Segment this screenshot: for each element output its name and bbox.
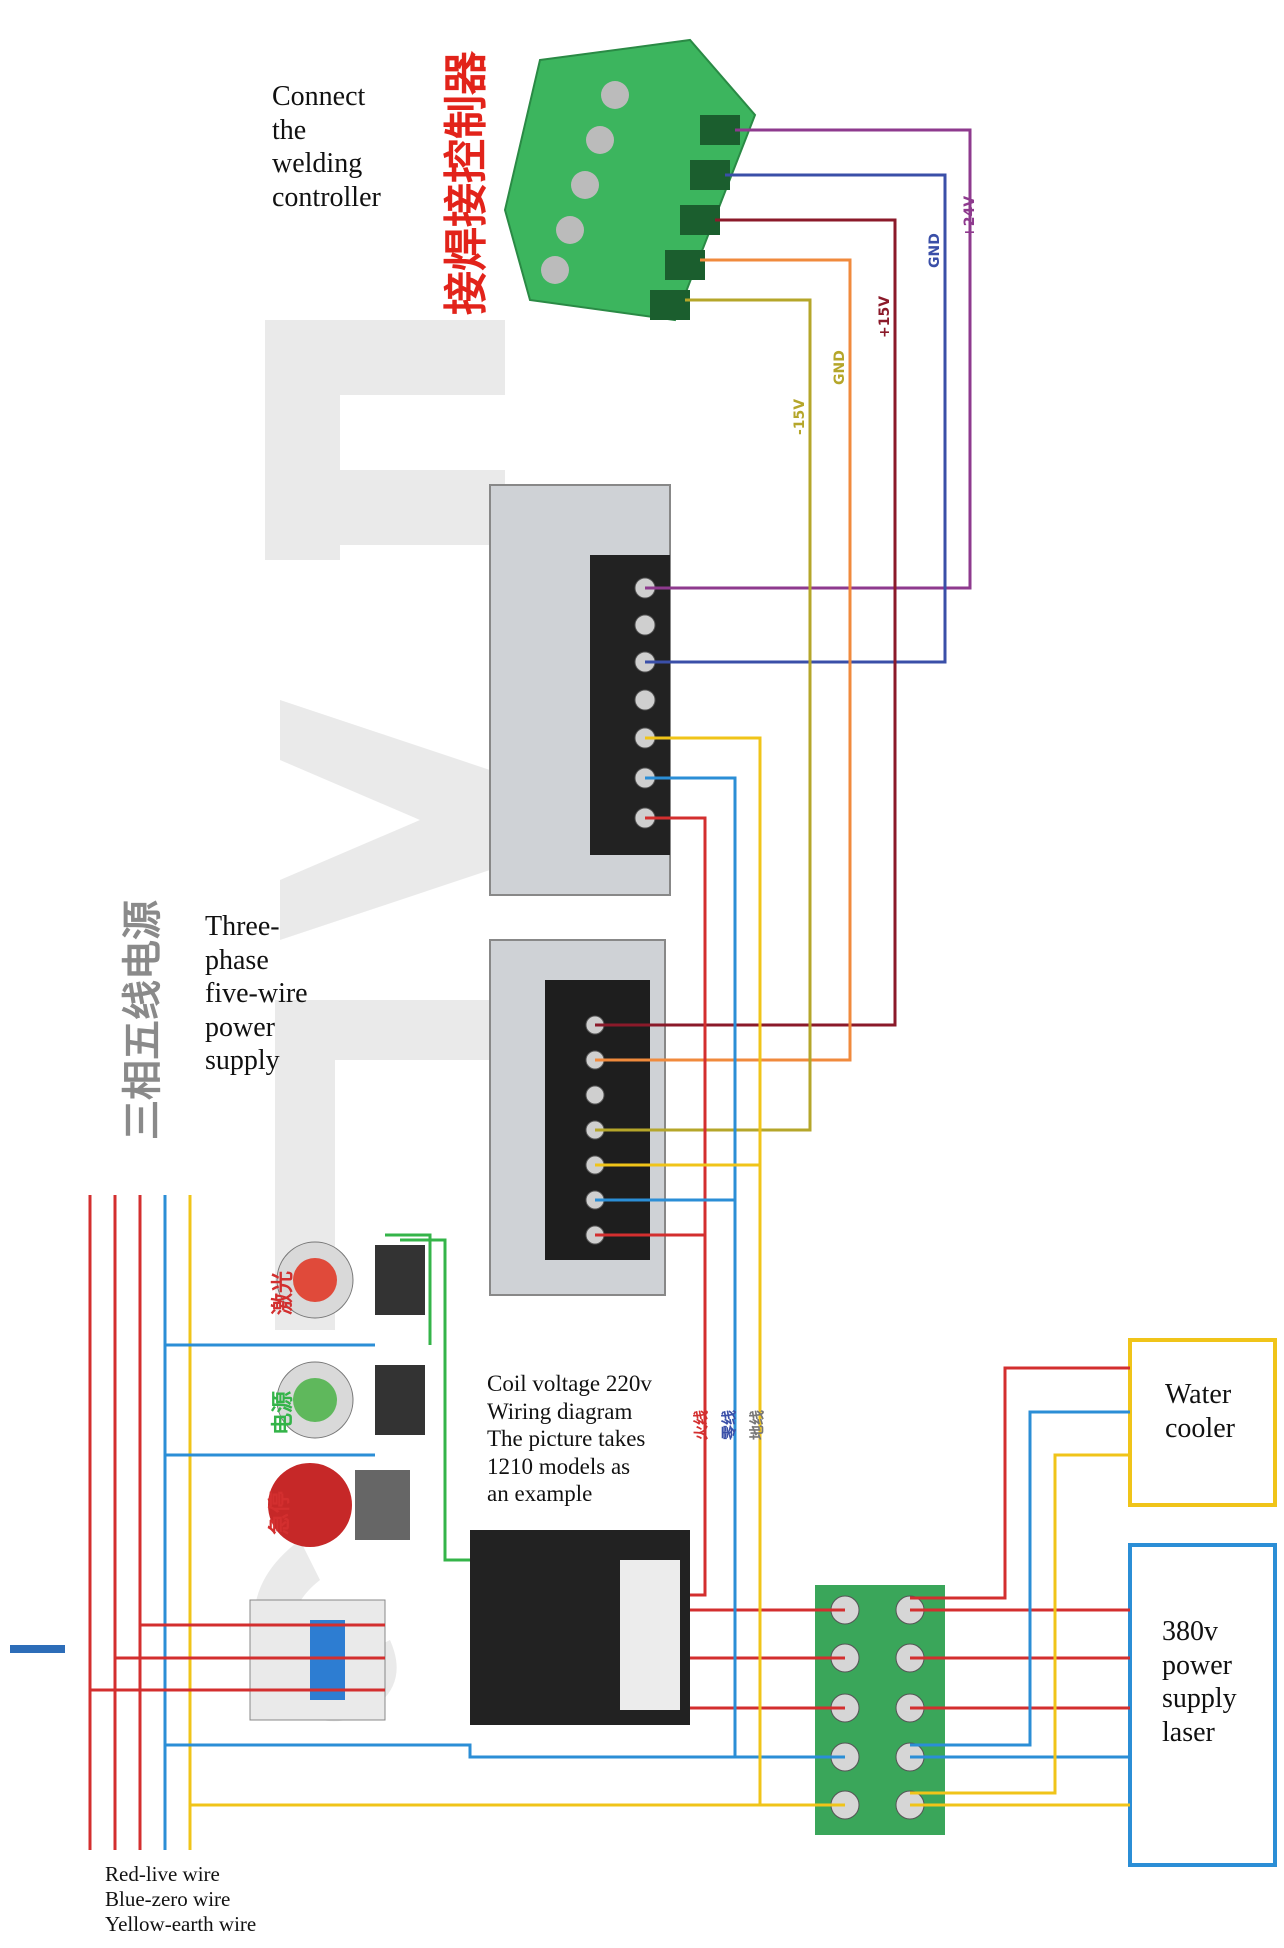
power-label: Three- phase five-wire power supply (205, 911, 308, 1077)
wire-label-gnd-b: GND (832, 350, 848, 385)
wire-label-live-cn: 火线 (692, 1409, 710, 1440)
button-icon (276, 1241, 425, 1439)
power-supply-icon (489, 939, 666, 1296)
wire-label-plus15: +15V (877, 295, 893, 338)
wire-label-earth-cn: 地线 (748, 1409, 766, 1440)
mains-wires (88, 1195, 845, 1850)
power-supply-icon (489, 484, 671, 896)
power-cn-label: 三相五线电源 (120, 900, 166, 1140)
water-cooler-label: Water cooler (1165, 1379, 1235, 1444)
laser-button-label: 激光 (271, 1270, 296, 1315)
controller-cn-label: 接焊接控制器 (441, 51, 492, 315)
load-wires (690, 1608, 845, 1710)
estop-icon (268, 1463, 410, 1547)
watermark-icon (254, 320, 520, 1722)
wire-label-zero-cn: 零线 (720, 1409, 738, 1440)
controller-label: Connect the welding controller (272, 81, 381, 213)
legend: Red-live wire Blue-zero wire Yellow-eart… (105, 1862, 257, 1937)
dc-wires (595, 128, 972, 1132)
wire-label-gnd-a: GND (927, 233, 943, 268)
estop-button-label: 急停 (268, 1490, 293, 1535)
coil-note: Coil voltage 220v Wiring diagram The pic… (487, 1371, 652, 1507)
wire-label-plus24: +24V (962, 195, 978, 238)
output-wires (910, 1366, 1130, 1807)
breaker-icon (249, 1599, 386, 1721)
power-button-label: 电源 (271, 1390, 296, 1435)
terminal-block-icon (815, 1585, 945, 1835)
laser-box (1128, 1543, 1277, 1867)
laser-supply-label: 380v power supply laser (1162, 1616, 1237, 1748)
psu-mains-wires (385, 736, 762, 1805)
water-cooler-box (1128, 1338, 1277, 1507)
contactor-icon (470, 1530, 690, 1725)
left-marker (10, 1645, 65, 1653)
green-connector-icon (503, 38, 757, 322)
wire-label-minus15: -15V (792, 398, 808, 435)
